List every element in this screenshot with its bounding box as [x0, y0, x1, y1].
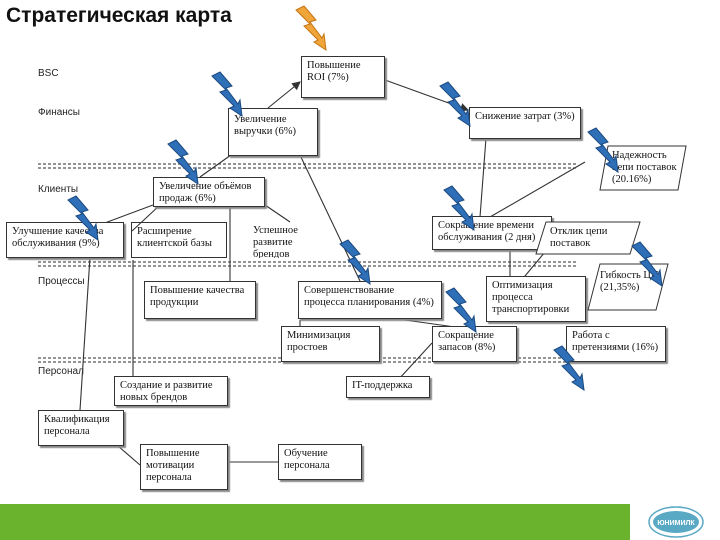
footer-bar: [0, 504, 630, 540]
node-costs: Снижение затрат (3%): [469, 107, 581, 139]
node-new-brands: Создание и развитие новых брендов: [114, 376, 228, 406]
node-claims: Работа с претензиями (16%): [566, 326, 666, 362]
node-inventory: Сокращение запасов (8%): [432, 326, 517, 362]
lane-label-personnel: Персонал: [38, 366, 84, 377]
node-reliability: Надежность цепи поставок (20.16%): [612, 150, 677, 185]
lightning-icon-sales: [167, 139, 199, 185]
node-product-quality: Повышение качества продукции: [144, 281, 256, 319]
lightning-icon-planning: [339, 239, 371, 285]
logo-text: ЮНИМИЛК: [657, 520, 695, 527]
company-logo: ЮНИМИЛК: [648, 506, 704, 538]
node-qualification: Квалификация персонала: [38, 410, 124, 446]
node-supply-response: Отклик цепи поставок: [550, 226, 608, 249]
node-downtime: Минимизация простоев: [281, 326, 380, 362]
shape-reliability: [599, 145, 687, 191]
lightning-icon-flexibility: [631, 241, 663, 287]
node-roi: Повышение ROI (7%): [301, 56, 385, 98]
lane-label-bsc: BSC: [38, 68, 59, 79]
node-motivation: Повышение мотивации персонала: [140, 444, 228, 490]
node-client-base: Расширение клиентской базы: [131, 222, 227, 258]
lightning-icon-claims: [553, 345, 585, 391]
node-flexibility: Гибкость ЦП (21,35%): [600, 270, 659, 293]
node-revenue: Увеличение выручки (6%): [228, 108, 318, 156]
node-service-quality: Улучшение качества обслуживания (9%): [6, 222, 124, 258]
node-brands-development: Успешное развитие брендов: [253, 225, 298, 258]
node-training: Обучение персонала: [278, 444, 362, 480]
lane-label-processes: Процессы: [38, 276, 85, 287]
node-it-support: IT-поддержка: [346, 376, 430, 398]
lightning-icon-service-quality: [67, 195, 99, 241]
lane-label-clients: Клиенты: [38, 184, 79, 195]
node-service-time: Сокращение времени обслуживания (2 дня): [432, 216, 552, 250]
node-sales-volume: Увеличение объёмов продаж (6%): [153, 177, 265, 207]
node-transport: Оптимизация процесса транспортировки: [486, 276, 586, 322]
shape-supply-response: [535, 221, 641, 255]
page-title: Стратегическая карта: [6, 4, 232, 27]
lightning-icon-costs: [439, 81, 471, 127]
lightning-icon-reliability: [587, 127, 619, 173]
lightning-icon-service-time: [443, 185, 475, 231]
lane-label-finance: Финансы: [38, 107, 80, 118]
lightning-icon-revenue: [211, 71, 243, 117]
lightning-icon-inventory: [445, 287, 477, 333]
lightning-icon-roi: [295, 5, 327, 51]
